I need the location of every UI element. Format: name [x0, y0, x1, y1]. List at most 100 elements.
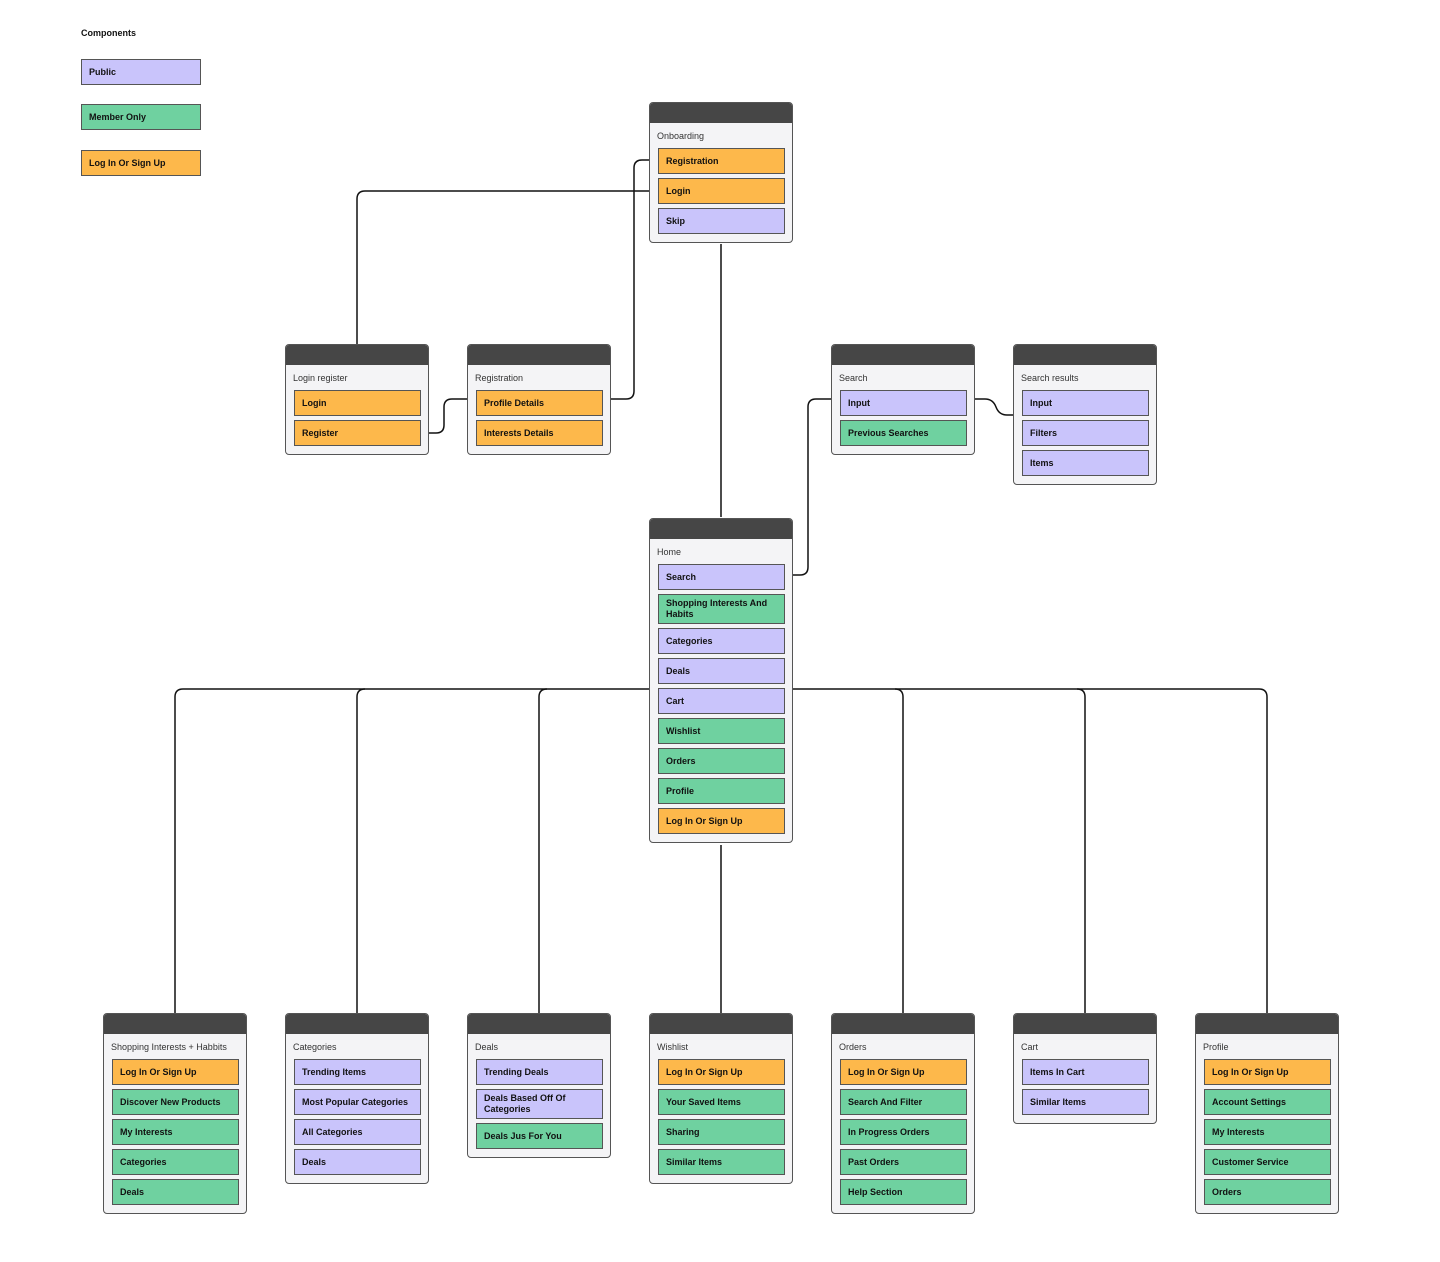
card-title: Cart	[1021, 1042, 1039, 1052]
component-item[interactable]: In Progress Orders	[840, 1119, 967, 1145]
card-header-bar	[1014, 1014, 1156, 1034]
component-item[interactable]: Log In Or Sign Up	[112, 1059, 239, 1085]
connector-login-registration	[420, 398, 467, 434]
component-item[interactable]: Deals Jus For You	[476, 1123, 603, 1149]
component-item[interactable]: All Categories	[294, 1119, 421, 1145]
card-title: Shopping Interests + Habbits	[111, 1042, 227, 1052]
card-header-bar	[286, 345, 428, 365]
component-item[interactable]: Similar Items	[658, 1149, 785, 1175]
component-item[interactable]: Items	[1022, 450, 1149, 476]
component-item[interactable]: Orders	[658, 748, 785, 774]
card-items: Log In Or Sign Up Search And Filter In Pro…	[832, 1059, 974, 1213]
component-item[interactable]: Search	[658, 564, 785, 590]
card-header-bar	[650, 519, 792, 539]
card-header-bar	[468, 1014, 610, 1034]
component-item[interactable]: Discover New Products	[112, 1089, 239, 1115]
component-item[interactable]: Profile Details	[476, 390, 603, 416]
component-item[interactable]: Previous Searches	[840, 420, 967, 446]
component-item[interactable]: Account Settings	[1204, 1089, 1331, 1115]
component-item[interactable]: Log In Or Sign Up	[840, 1059, 967, 1085]
card-header-bar	[832, 1014, 974, 1034]
legend-member-only: Member Only	[81, 104, 201, 130]
legend-login-signup: Log In Or Sign Up	[81, 150, 201, 176]
component-item[interactable]: Log In Or Sign Up	[658, 1059, 785, 1085]
connector-onboarding-registration	[611, 159, 657, 400]
component-item[interactable]: Help Section	[840, 1179, 967, 1205]
card-header-bar	[1196, 1014, 1338, 1034]
component-item[interactable]: Login	[658, 178, 785, 204]
component-item[interactable]: Interests Details	[476, 420, 603, 446]
component-item[interactable]: Sharing	[658, 1119, 785, 1145]
component-item[interactable]: Log In Or Sign Up	[1204, 1059, 1331, 1085]
component-item[interactable]: Similar Items	[1022, 1089, 1149, 1115]
component-item[interactable]: Customer Service	[1204, 1149, 1331, 1175]
component-item[interactable]: Wishlist	[658, 718, 785, 744]
component-item[interactable]: Trending Items	[294, 1059, 421, 1085]
card-header-bar	[1014, 345, 1156, 365]
connector-search-results	[967, 398, 1013, 416]
card-header-bar	[468, 345, 610, 365]
card-header-bar	[650, 1014, 792, 1034]
component-item[interactable]: Search And Filter	[840, 1089, 967, 1115]
card-header-bar	[286, 1014, 428, 1034]
legend-public: Public	[81, 59, 201, 85]
component-item[interactable]: Deals	[294, 1149, 421, 1175]
connector-onboarding-login	[356, 190, 657, 344]
component-item[interactable]: Login	[294, 390, 421, 416]
component-item[interactable]: My Interests	[112, 1119, 239, 1145]
connector-bus-categories	[356, 688, 366, 1013]
component-item[interactable]: Shopping Interests And Habits	[658, 594, 785, 624]
component-item[interactable]: Skip	[658, 208, 785, 234]
component-item[interactable]: Your Saved Items	[658, 1089, 785, 1115]
component-item[interactable]: Trending Deals	[476, 1059, 603, 1085]
component-item[interactable]: Input	[1022, 390, 1149, 416]
component-item[interactable]: Registration	[658, 148, 785, 174]
component-item[interactable]: Most Popular Categories	[294, 1089, 421, 1115]
component-item[interactable]: Deals	[112, 1179, 239, 1205]
component-item[interactable]: Categories	[658, 628, 785, 654]
card-title: Wishlist	[657, 1042, 688, 1052]
card-title: Profile	[1203, 1042, 1229, 1052]
component-item[interactable]: Log In Or Sign Up	[658, 808, 785, 834]
component-item[interactable]: Categories	[112, 1149, 239, 1175]
component-item[interactable]: Profile	[658, 778, 785, 804]
component-item[interactable]: Past Orders	[840, 1149, 967, 1175]
card-title: Home	[657, 547, 682, 557]
component-item[interactable]: My Interests	[1204, 1119, 1331, 1145]
component-item[interactable]: Deals	[658, 658, 785, 684]
component-item[interactable]: Orders	[1204, 1179, 1331, 1205]
component-item[interactable]: Input	[840, 390, 967, 416]
component-item[interactable]: Filters	[1022, 420, 1149, 446]
connector-home-search	[785, 398, 839, 576]
component-item[interactable]: Deals Based Off Of Categories	[476, 1089, 603, 1119]
component-item[interactable]: Cart	[658, 688, 785, 714]
component-item[interactable]: Register	[294, 420, 421, 446]
connector-bus-orders	[894, 688, 904, 1013]
legend-title: Components	[81, 28, 136, 38]
component-item[interactable]: Items In Cart	[1022, 1059, 1149, 1085]
card-title: Categories	[293, 1042, 337, 1052]
card-header-bar	[832, 345, 974, 365]
